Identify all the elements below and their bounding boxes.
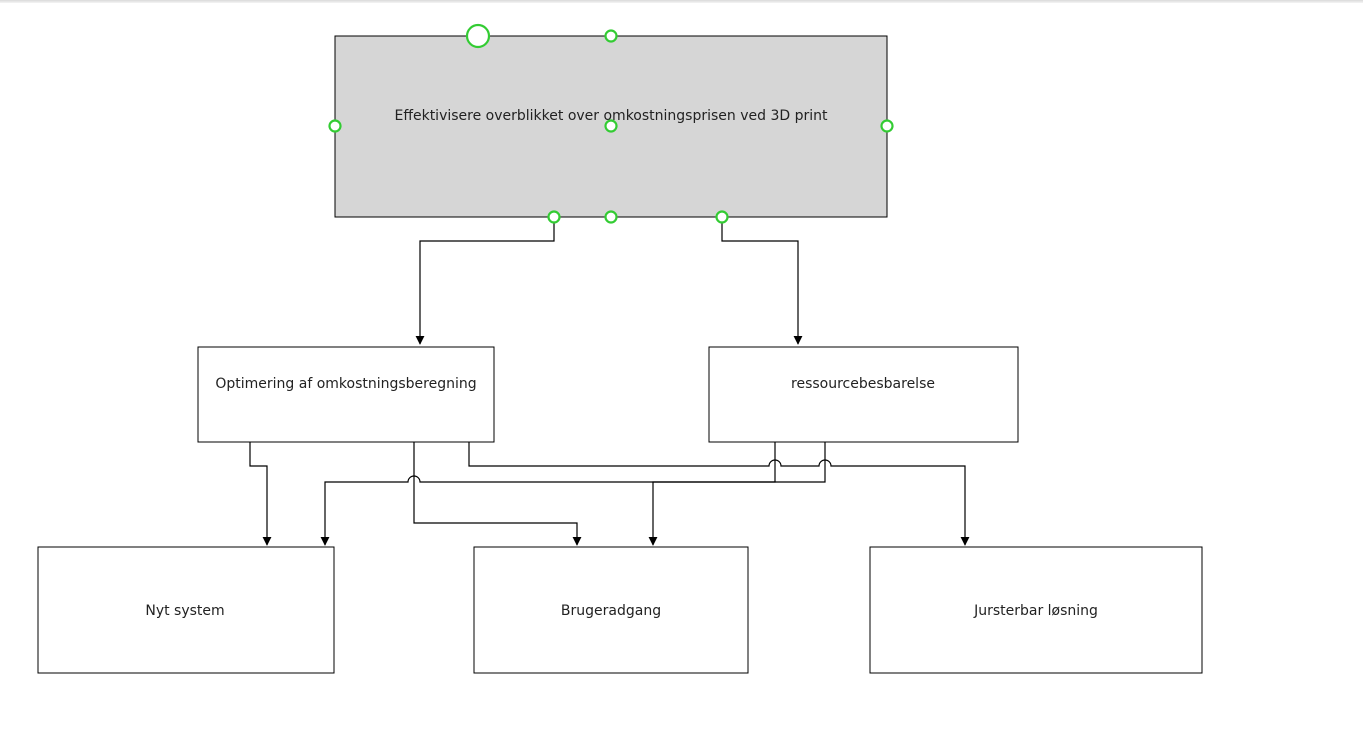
node-nyt-system[interactable]: Nyt system — [37, 546, 335, 674]
node-jursterbar-box[interactable] — [869, 546, 1203, 674]
edge-optimering-to-brugeradgang[interactable] — [413, 442, 582, 546]
selection-handles — [328, 23, 894, 224]
node-jursterbar-label: Jursterbar løsning — [973, 603, 1098, 619]
connection-handle-bottom[interactable] — [604, 210, 618, 224]
node-brugeradgang-box[interactable] — [473, 546, 749, 674]
connectors — [249, 218, 970, 546]
connection-handle-center[interactable] — [604, 119, 618, 133]
node-root-label: Effektivisere overblikket over omkostnin… — [394, 108, 828, 124]
connection-handle-right[interactable] — [880, 119, 894, 133]
node-nyt-system-label: Nyt system — [145, 603, 224, 619]
node-optimering[interactable]: Optimering af omkostningsberegning — [197, 346, 495, 443]
node-jursterbar[interactable]: Jursterbar løsning — [869, 546, 1203, 674]
connection-handle-top[interactable] — [604, 29, 618, 43]
node-ressource[interactable]: ressourcebesbarelse — [708, 346, 1019, 443]
connection-handle-bottom-right[interactable] — [715, 210, 729, 224]
edge-optimering-to-jursterbar[interactable] — [468, 442, 970, 546]
node-ressource-label: ressourcebesbarelse — [791, 376, 935, 392]
edge-root-to-ressource[interactable] — [721, 218, 803, 345]
node-brugeradgang[interactable]: Brugeradgang — [473, 546, 749, 674]
rotate-handle[interactable] — [465, 23, 491, 49]
edge-optimering-to-nyt-system[interactable] — [249, 442, 272, 546]
canvas-top-edge — [0, 0, 1363, 3]
node-optimering-box[interactable] — [197, 346, 495, 443]
node-brugeradgang-label: Brugeradgang — [561, 603, 661, 619]
node-nyt-system-box[interactable] — [37, 546, 335, 674]
edge-ressource-to-nyt-system[interactable] — [320, 442, 826, 546]
edge-ressource-to-brugeradgang[interactable] — [648, 442, 776, 546]
node-ressource-box[interactable] — [708, 346, 1019, 443]
node-optimering-label: Optimering af omkostningsberegning — [215, 376, 476, 392]
connection-handle-left[interactable] — [328, 119, 342, 133]
connection-handle-bottom-left[interactable] — [547, 210, 561, 224]
edge-root-to-optimering[interactable] — [415, 218, 555, 345]
